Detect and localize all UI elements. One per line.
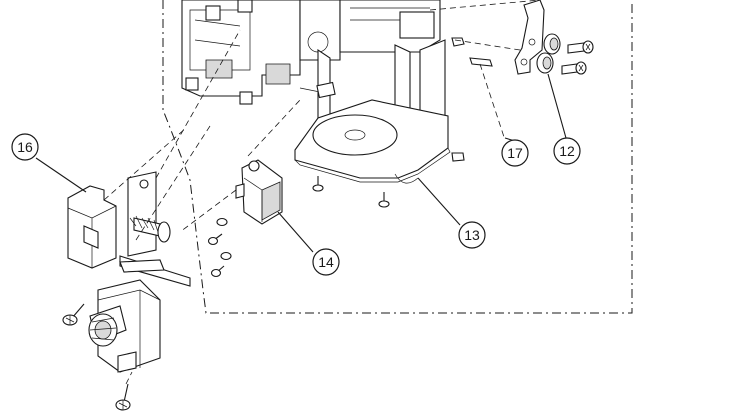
chassis-frame [181, 0, 446, 161]
motor-gear [88, 279, 161, 373]
leader-16 [35, 157, 87, 193]
sensor-screw-1 [207, 233, 223, 246]
base-nut-2 [451, 152, 465, 162]
motor-screw-2 [115, 383, 131, 411]
leader-13 [417, 177, 461, 226]
roller-2 [536, 52, 554, 74]
sensor-screw-2 [210, 265, 225, 278]
assembly-16 [67, 171, 191, 287]
base-screw-1 [312, 176, 324, 192]
svg-text:17: 17 [507, 145, 523, 161]
sensor-washer-2 [220, 251, 232, 261]
base-plate-13 [294, 81, 451, 184]
roller-1 [543, 33, 561, 55]
assembly-boundary [162, 0, 633, 314]
motor-screw-1 [62, 303, 85, 326]
spacer-part-17 [469, 57, 493, 67]
leader-14 [277, 211, 314, 253]
callout-13: 13 [458, 221, 486, 249]
svg-text:14: 14 [318, 254, 334, 270]
svg-text:16: 16 [17, 139, 33, 155]
base-screw-2 [378, 192, 390, 208]
svg-text:12: 12 [559, 143, 575, 159]
roller-bracket-12 [514, 0, 545, 75]
callout-14: 14 [312, 248, 340, 276]
sensor-washer-1 [216, 217, 228, 227]
leader-12 [547, 73, 567, 139]
base-nut-1 [451, 37, 465, 47]
sensor-switch-14 [235, 159, 283, 225]
callout-12: 12 [553, 137, 581, 165]
svg-text:13: 13 [464, 227, 480, 243]
callout-16: 16 [11, 133, 39, 161]
callout-17: 17 [501, 139, 529, 167]
roller-screw-1 [567, 40, 594, 54]
roller-screw-2 [561, 61, 587, 75]
